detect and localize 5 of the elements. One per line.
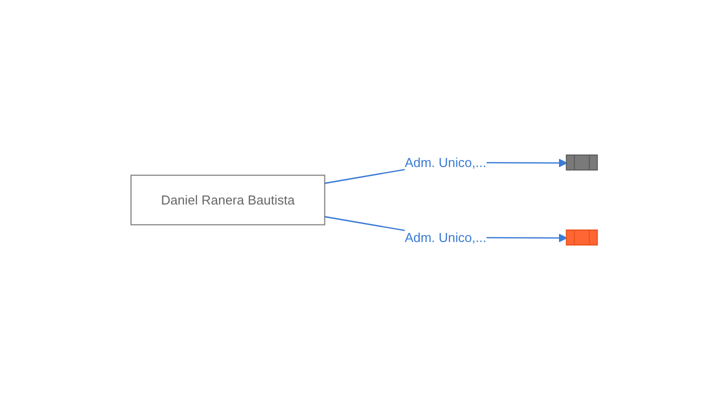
edge-label: Adm. Unico,... — [404, 154, 486, 170]
node-box: Daniel Ranera Bautista — [130, 174, 326, 226]
node-building — [566, 230, 598, 246]
node-building — [566, 154, 598, 170]
edge-label: Adm. Unico,... — [404, 230, 486, 245]
